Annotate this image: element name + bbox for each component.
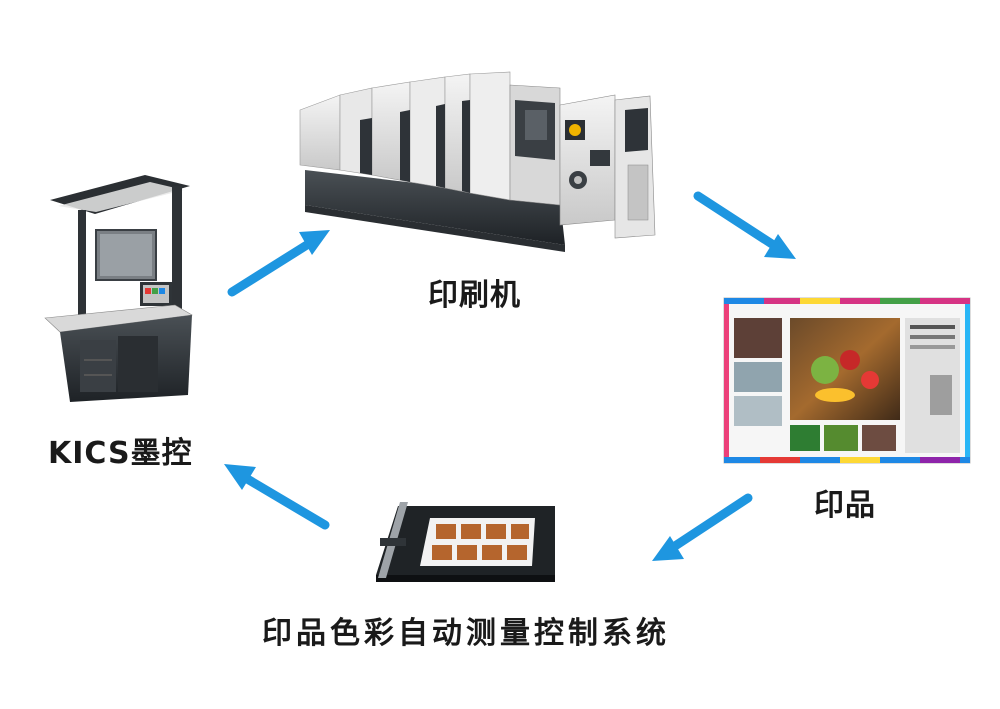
printed-sheet-image (723, 297, 971, 464)
arrow-console-to-press (227, 230, 330, 297)
arrow-prints-to-table (652, 493, 753, 561)
kics-ink-control-label: KICS墨控 (48, 436, 193, 471)
arrow-press-to-prints (693, 191, 796, 259)
measurement-system-label: 印品色彩自动测量控制系统 (262, 616, 670, 651)
ink-control-console-image (44, 175, 193, 402)
arrow-table-to-console (224, 464, 330, 530)
prints-label: 印品 (814, 488, 876, 523)
press-label: 印刷机 (428, 278, 521, 313)
printing-press-image (299, 71, 656, 252)
measurement-table-image (376, 502, 555, 582)
